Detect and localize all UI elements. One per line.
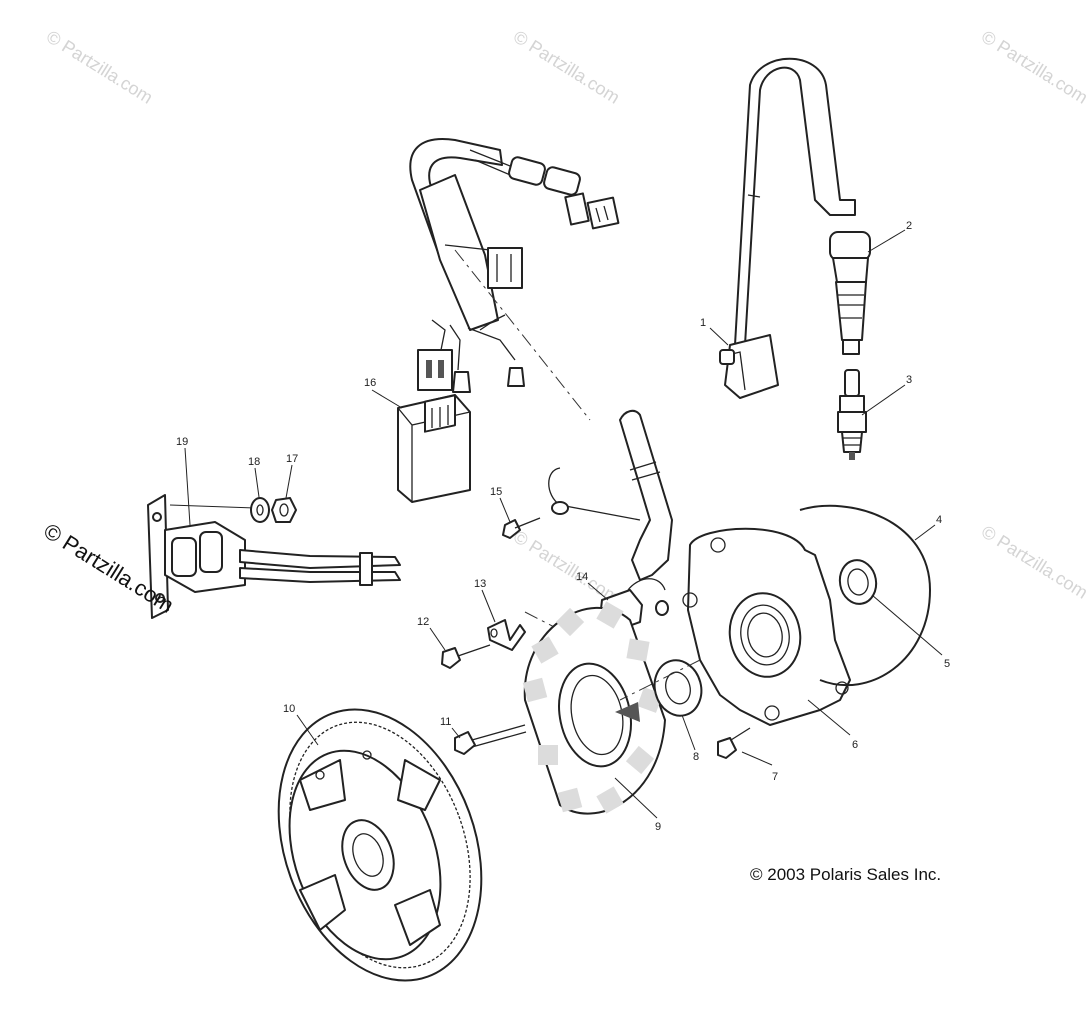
watermark-middle: © Partzilla.com xyxy=(510,526,623,607)
bracket-13 xyxy=(487,619,526,651)
callout-10: 10 xyxy=(283,703,295,715)
callout-8: 8 xyxy=(693,751,699,763)
regulator-assembly xyxy=(147,494,401,619)
callout-19: 19 xyxy=(176,436,188,448)
pickup-sensor xyxy=(548,409,673,633)
callout-7: 7 xyxy=(772,771,778,783)
spark-plug xyxy=(837,369,867,460)
watermark-top-center: © Partzilla.com xyxy=(510,26,623,107)
stator xyxy=(522,601,666,815)
callout-12: 12 xyxy=(417,616,429,628)
callout-11: 11 xyxy=(440,716,451,728)
callout-1: 1 xyxy=(700,317,706,329)
flywheel xyxy=(277,708,483,982)
watermark-right: © Partzilla.com xyxy=(978,521,1090,602)
callout-17: 17 xyxy=(286,453,298,465)
screw-11 xyxy=(454,724,527,755)
cdi-module xyxy=(397,394,471,503)
ignition-coil xyxy=(719,57,856,399)
callout-2: 2 xyxy=(906,220,912,232)
washer-and-nut xyxy=(250,497,297,523)
spark-plug-cap xyxy=(829,231,871,355)
copyright-notice: © 2003 Polaris Sales Inc. xyxy=(750,865,941,884)
bearing-5 xyxy=(838,559,878,605)
watermark-top-right: © Partzilla.com xyxy=(978,26,1090,107)
callout-14: 14 xyxy=(576,571,588,583)
callout-13: 13 xyxy=(474,578,486,590)
callout-18: 18 xyxy=(248,456,260,468)
callout-numbers: 1 2 3 4 5 6 7 8 9 10 11 12 13 14 15 16 1… xyxy=(176,220,950,833)
watermark-top-left: © Partzilla.com xyxy=(43,26,156,107)
callout-3: 3 xyxy=(906,374,912,386)
callout-16: 16 xyxy=(364,377,376,389)
leader-lines xyxy=(184,229,943,819)
wiring-harness xyxy=(409,138,620,421)
callout-6: 6 xyxy=(852,739,858,751)
callout-9: 9 xyxy=(655,821,661,833)
callout-5: 5 xyxy=(944,658,950,670)
o-ring-4 xyxy=(799,504,931,686)
callout-15: 15 xyxy=(490,486,502,498)
callout-4: 4 xyxy=(936,514,942,526)
screw-15 xyxy=(502,517,541,539)
seal-8 xyxy=(653,659,703,717)
stator-housing xyxy=(619,527,851,726)
bolt-7 xyxy=(717,727,751,759)
